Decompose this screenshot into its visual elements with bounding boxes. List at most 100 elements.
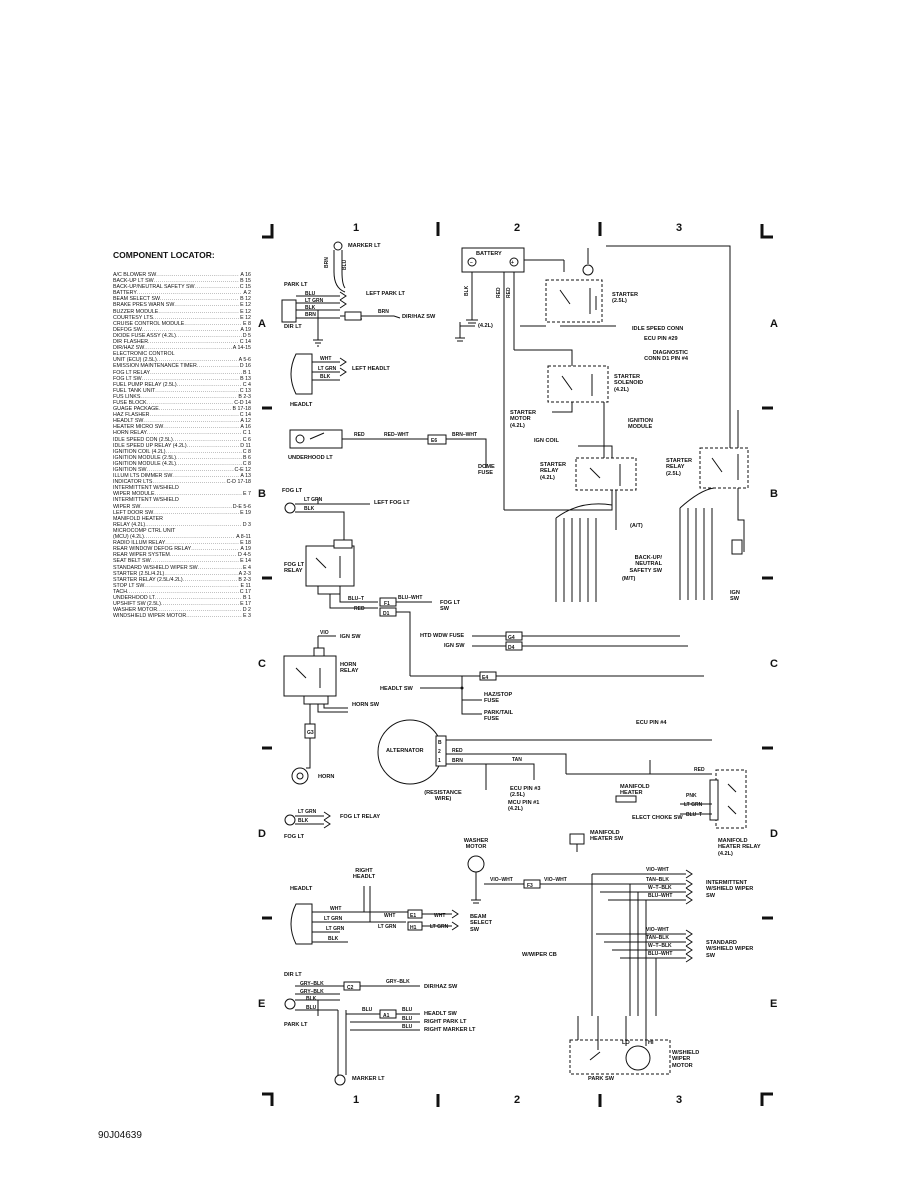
locator-grid-ref: C 6 xyxy=(242,436,251,443)
locator-component-name: WIPER MODULE xyxy=(113,491,155,498)
locator-row: WIPER SWD-E 5-6 xyxy=(113,504,251,510)
label-park-lt-e: PARK LT xyxy=(284,1022,308,1028)
svg-text:BLK: BLK xyxy=(328,936,339,942)
label-starter-relay-2-5l: STARTER RELAY (2.5L) xyxy=(666,458,692,477)
label-fog-lt-bottom: FOG LT xyxy=(284,834,305,840)
locator-grid-ref: D 11 xyxy=(240,442,251,449)
svg-text:VIO–WHT: VIO–WHT xyxy=(490,877,513,883)
label-elect-choke-sw: ELECT CHOKE SW xyxy=(632,815,683,821)
locator-row: UNIT (ECU) (2.5L)A 5-6 xyxy=(113,357,251,363)
label-fog-lt-top: FOG LT xyxy=(282,488,303,494)
svg-text:BLK: BLK xyxy=(320,374,331,380)
grid-row-a-left: A xyxy=(258,318,266,330)
label-diagnostic-conn: DIAGNOSTIC CONN D1 PIN #4 xyxy=(644,350,688,363)
locator-grid-ref: C 14 xyxy=(239,412,251,419)
label-dir-lt: DIR LT xyxy=(284,324,302,330)
locator-component-name: (MCU) (4.2L) xyxy=(113,534,144,541)
svg-text:BLU: BLU xyxy=(305,291,316,297)
grid-row-e-right: E xyxy=(770,998,778,1010)
locator-grid-ref: B 15 xyxy=(240,278,251,285)
svg-text:RED: RED xyxy=(496,287,502,298)
svg-text:BLU: BLU xyxy=(402,1007,413,1013)
locator-component-name: BEAM SELECT SW xyxy=(113,296,160,303)
locator-component-name: A/C BLOWER SW xyxy=(113,272,157,278)
locator-component-name: SEAT BELT SW xyxy=(113,558,151,565)
locator-row: GUAGE PACKAGEB 17-18 xyxy=(113,406,251,412)
svg-text:BRN–WHT: BRN–WHT xyxy=(452,432,477,438)
svg-text:BRN: BRN xyxy=(452,758,463,764)
label-alternator: ALTERNATOR xyxy=(386,748,424,754)
svg-text:BLU–WHT: BLU–WHT xyxy=(398,595,422,601)
svg-text:WHT: WHT xyxy=(320,356,331,362)
svg-text:BRN: BRN xyxy=(378,309,389,315)
locator-component-name: FUEL PUMP RELAY (2.5L) xyxy=(113,381,177,388)
locator-grid-ref: D 5 xyxy=(242,332,251,339)
starter-relay-4-2l xyxy=(504,445,637,530)
locator-grid-ref: C 14 xyxy=(239,339,251,346)
grid-row-b-right: B xyxy=(770,488,778,500)
svg-text:RED: RED xyxy=(506,287,512,298)
locator-row: HAZ FLASHER C 14 xyxy=(113,412,251,418)
locator-grid-ref: C-D 14 xyxy=(234,399,251,406)
locator-component-name: HAZ FLASHER xyxy=(113,412,150,419)
label-left-fog-lt: LEFT FOG LT xyxy=(374,500,410,506)
locator-grid-ref: E 12 xyxy=(240,314,251,321)
manifold-heater-relay: RED PNK LT GRN BLU–T xyxy=(566,760,747,829)
svg-text:LT GRN: LT GRN xyxy=(324,916,343,922)
locator-row: IGNITION SWC-E 12 xyxy=(113,467,251,473)
label-underhood-lt: UNDERHOOD LT xyxy=(288,455,333,461)
label-starter-solenoid: STARTER SOLENOID (4.2L) xyxy=(614,374,644,393)
locator-component-name: ELECTRONIC CONTROL xyxy=(113,351,175,358)
locator-component-name: BRAKE PRES WARN SW xyxy=(113,302,175,309)
locator-grid-ref: E 11 xyxy=(240,582,251,589)
svg-text:PNK: PNK xyxy=(686,793,697,799)
label-idle-speed-conn: IDLE SPEED CONN xyxy=(632,326,684,332)
locator-row: INDICATOR LTSC-D 17-18 xyxy=(113,479,251,485)
svg-text:BLU: BLU xyxy=(306,1005,317,1011)
locator-grid-ref: E 19 xyxy=(240,509,251,516)
locator-grid-ref: B 2-3 xyxy=(238,393,251,400)
svg-text:VIO–WHT: VIO–WHT xyxy=(544,877,567,883)
label-headlt-sw-e: HEADLT SW xyxy=(424,1011,457,1017)
label-dome-fuse: DOME FUSE xyxy=(478,464,495,477)
locator-row: MICROCOMP CTRL UNIT xyxy=(113,528,251,534)
locator-component-name: BACK-UP/NEUTRAL SAFETY SW xyxy=(113,284,195,291)
locator-component-name: REAR WINDOW DEFOG RELAY xyxy=(113,546,192,553)
svg-text:BLU: BLU xyxy=(342,259,348,270)
label-wiper-motor: W/SHIELD WIPER MOTOR xyxy=(672,1050,700,1069)
grid-row-e-left: E xyxy=(258,998,266,1010)
svg-text:E1: E1 xyxy=(410,913,416,919)
locator-grid-ref: C 13 xyxy=(239,387,251,394)
locator-component-name: ILLUM LTS DIMMER SW xyxy=(113,473,173,480)
svg-text:BLU: BLU xyxy=(402,1016,413,1022)
label-at: (A/T) xyxy=(630,523,643,529)
label-headlt-d: HEADLT xyxy=(290,886,313,892)
svg-text:LT GRN: LT GRN xyxy=(305,298,324,304)
locator-row: WINDSHIELD WIPER MOTORE 3 xyxy=(113,613,251,619)
locator-row: UNDERHOOD LTB 1 xyxy=(113,595,251,601)
locator-row: STOP LT SWE 11 xyxy=(113,583,251,589)
locator-component-name: IGNITION SW xyxy=(113,467,147,473)
locator-grid-ref: A 19 xyxy=(240,326,251,333)
locator-grid-ref: E 4 xyxy=(243,564,251,571)
svg-text:RED: RED xyxy=(354,432,365,438)
label-headlt-sw-c: HEADLT SW xyxy=(380,686,413,692)
grid-column-1-top: 1 xyxy=(353,222,360,234)
svg-text:W–T–BLK: W–T–BLK xyxy=(648,943,672,949)
locator-component-name: FUEL TANK UNIT xyxy=(113,387,156,394)
svg-text:RED: RED xyxy=(694,767,705,773)
locator-component-name: STARTER (2.5L/4.2L) xyxy=(113,570,165,577)
label-horn-relay: HORN RELAY xyxy=(340,662,359,675)
locator-grid-ref: B 6 xyxy=(243,454,251,461)
grid-row-a-right: A xyxy=(770,318,778,330)
locator-component-name: TACH xyxy=(113,588,128,595)
locator-row: DIODE FUSE ASSY (4.2L)D 5 xyxy=(113,333,251,339)
label-left-park-lt: LEFT PARK LT xyxy=(366,291,405,297)
locator-row: FUEL PUMP RELAY (2.5L)C 4 xyxy=(113,382,251,388)
locator-row: REAR WINDOW DEFOG RELAYA 19 xyxy=(113,546,251,552)
locator-component-name: INTERMITTENT W/SHIELD xyxy=(113,485,179,492)
